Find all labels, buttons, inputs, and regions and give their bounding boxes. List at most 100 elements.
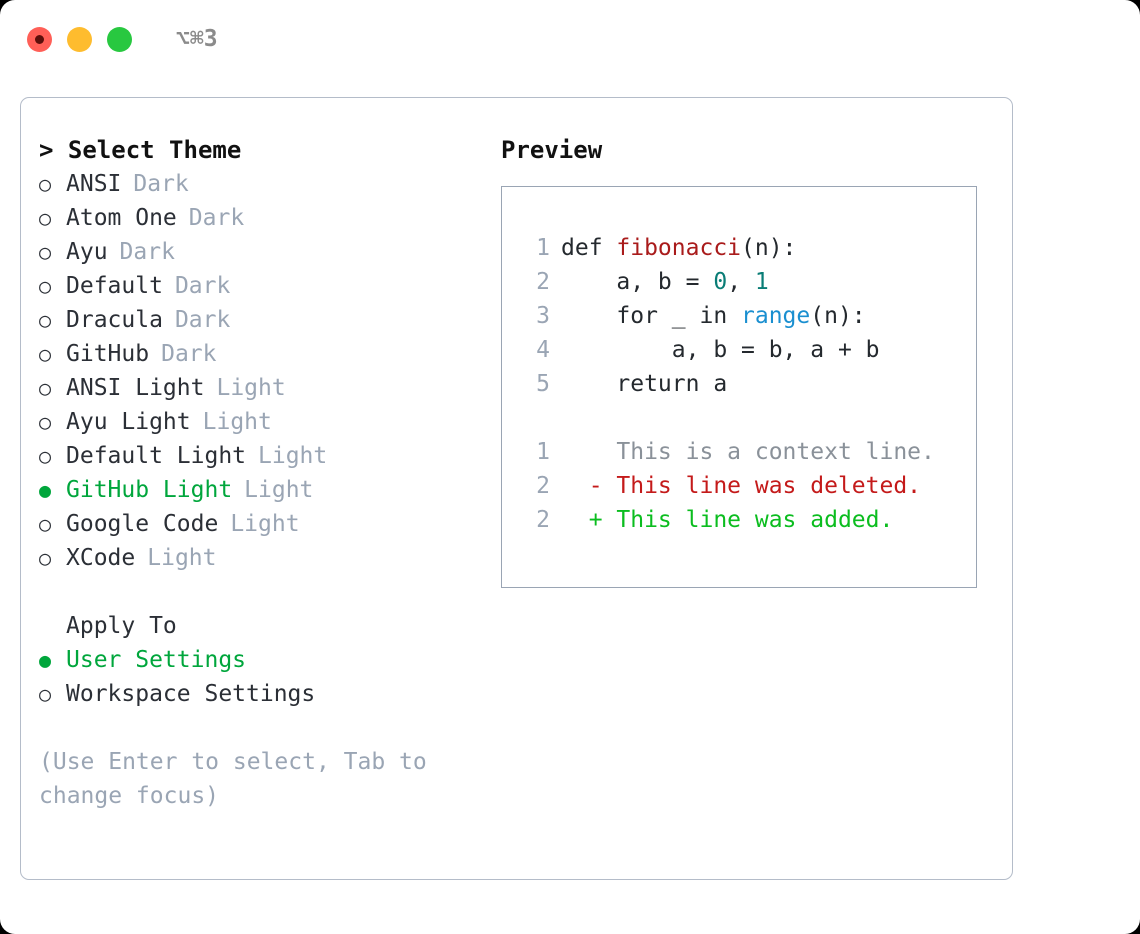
radio-unselected-icon: ○ <box>39 172 52 196</box>
code-token-plain: def <box>561 235 617 261</box>
theme-variant-badge: Dark <box>133 171 189 197</box>
theme-variant-badge: Dark <box>174 307 231 333</box>
diff-line-context: 1 This is a context line. <box>520 435 976 469</box>
theme-option-label: GitHub <box>66 341 150 367</box>
theme-option-label: Google Code <box>66 511 219 537</box>
line-number: 1 <box>536 235 550 261</box>
maximize-button[interactable] <box>107 26 132 52</box>
apply-to-option-user-settings[interactable]: ● User Settings <box>39 643 479 677</box>
diff-marker <box>561 435 616 469</box>
code-line: 2 a, b = 0, 1 <box>520 265 976 299</box>
code-token-plain: , <box>727 269 755 295</box>
theme-option-label: Atom One <box>66 205 177 231</box>
radio-unselected-icon: ○ <box>39 512 52 536</box>
apply-to-list[interactable]: ● User Settings ○ Workspace Settings <box>39 643 479 711</box>
radio-unselected-icon: ○ <box>39 342 52 366</box>
diff-line-text: This is a context line. <box>616 439 935 465</box>
radio-unselected-icon: ○ <box>39 274 52 298</box>
radio-unselected-icon: ○ <box>39 206 52 230</box>
apply-to-option-label: Workspace Settings <box>66 681 316 707</box>
theme-option-label: Default Light <box>66 443 247 469</box>
code-token-call: range <box>741 303 811 329</box>
apply-to-option-workspace-settings[interactable]: ○ Workspace Settings <box>39 677 479 711</box>
theme-variant-badge: Light <box>258 443 328 469</box>
code-token-plain: (n): <box>810 303 866 329</box>
keyboard-shortcut-label: ⌥⌘3 <box>176 26 218 52</box>
theme-option-label: Dracula <box>66 307 163 333</box>
minimize-button[interactable] <box>67 26 92 52</box>
theme-option-default-light[interactable]: ○ Default Light Light <box>39 439 479 473</box>
code-line-content: return a <box>561 367 727 401</box>
spacer <box>39 575 479 609</box>
code-line: 5 return a <box>520 367 976 401</box>
code-token-plain: (n): <box>741 235 797 261</box>
radio-unselected-icon: ○ <box>39 376 52 400</box>
theme-option-label: Ayu Light <box>66 409 191 435</box>
theme-option-ansi[interactable]: ○ ANSI Dark <box>39 167 479 201</box>
theme-variant-badge: Light <box>147 545 217 571</box>
title-bar: ⌥⌘3 <box>0 0 1140 78</box>
code-token-plain: a, b = <box>561 269 714 295</box>
code-token-fn: fibonacci <box>616 235 742 261</box>
radio-unselected-icon: ○ <box>39 682 52 706</box>
theme-option-dracula[interactable]: ○ Dracula Dark <box>39 303 479 337</box>
theme-option-github[interactable]: ○ GitHub Dark <box>39 337 479 371</box>
apply-to-option-label: User Settings <box>66 647 247 673</box>
radio-selected-icon: ● <box>39 648 52 672</box>
diff-line-text: This line was added. <box>616 507 894 533</box>
theme-variant-badge: Dark <box>174 273 231 299</box>
theme-variant-badge: Dark <box>119 239 175 265</box>
close-button[interactable] <box>27 26 52 52</box>
theme-variant-badge: Dark <box>188 205 245 231</box>
theme-option-github-light[interactable]: ● GitHub Light Light <box>39 473 479 507</box>
diff-marker: - <box>561 473 617 499</box>
theme-variant-badge: Light <box>230 511 300 537</box>
theme-variant-badge: Light <box>202 409 272 435</box>
theme-option-label: ANSI Light <box>66 375 205 401</box>
theme-option-ansi-light[interactable]: ○ ANSI Light Light <box>39 371 479 405</box>
diff-line-deleted: 2 - This line was deleted. <box>520 469 976 503</box>
select-theme-heading: > Select Theme <box>39 136 242 164</box>
radio-selected-icon: ● <box>39 478 52 502</box>
theme-variant-badge: Dark <box>161 341 217 367</box>
diff-marker: + <box>561 507 617 533</box>
theme-option-ayu-light[interactable]: ○ Ayu Light Light <box>39 405 479 439</box>
theme-option-label: GitHub Light <box>66 477 233 503</box>
code-token-num: 1 <box>754 269 769 295</box>
radio-unselected-icon: ○ <box>39 308 52 332</box>
preview-heading: Preview <box>501 136 603 164</box>
code-token-plain: a, b = b, a + b <box>561 337 880 363</box>
radio-unselected-icon: ○ <box>39 546 52 570</box>
line-number: 2 <box>536 473 550 499</box>
theme-option-atom-one[interactable]: ○ Atom One Dark <box>39 201 479 235</box>
code-line-content: a, b = b, a + b <box>561 333 880 367</box>
theme-variant-badge: Light <box>244 477 314 503</box>
code-token-num: 0 <box>713 269 728 295</box>
line-number: 1 <box>536 439 550 465</box>
code-line-content: a, b = 0, 1 <box>561 265 769 299</box>
line-number: 2 <box>536 269 550 295</box>
code-diff-separator <box>520 401 976 435</box>
diff-line-text: This line was deleted. <box>616 473 922 499</box>
code-line-content: for _ in range(n): <box>561 299 866 333</box>
theme-option-label: ANSI <box>66 171 122 197</box>
line-number: 2 <box>536 507 550 533</box>
line-number: 4 <box>536 337 550 363</box>
diff-sample: 1 This is a context line.2 - This line w… <box>520 435 976 537</box>
code-line-content: def fibonacci(n): <box>561 231 796 265</box>
line-number: 5 <box>536 371 550 397</box>
theme-option-google-code[interactable]: ○ Google Code Light <box>39 507 479 541</box>
theme-variant-badge: Light <box>216 375 286 401</box>
radio-unselected-icon: ○ <box>39 410 52 434</box>
code-line: 1 def fibonacci(n): <box>520 231 976 265</box>
radio-unselected-icon: ○ <box>39 444 52 468</box>
